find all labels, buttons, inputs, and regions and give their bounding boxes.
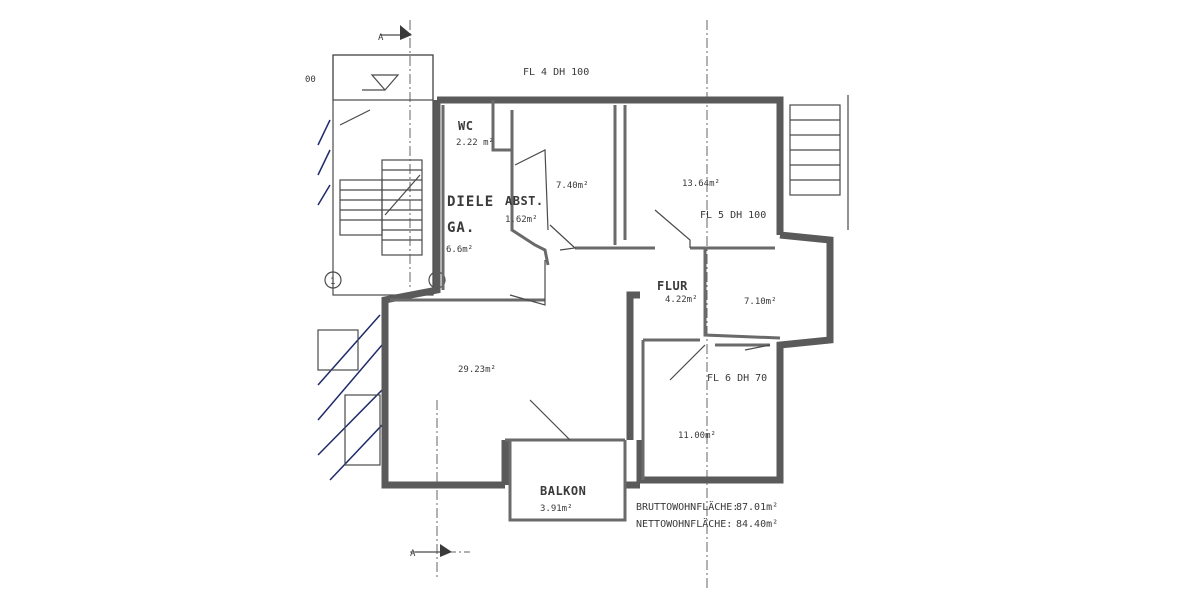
area-totals: BRUTTOWOHNFLÄCHE: 87.01m² NETTOWOHNFLÄCH… [636,500,778,530]
section-arrow-bottom: A [410,544,452,559]
room-abst-area: 1.62m² [505,215,538,225]
hatched-neighbor-wall [317,119,383,481]
netto-label: NETTOWOHNFLÄCHE: [636,517,732,530]
room-flur-name: FLUR [657,279,688,293]
room-living-area: 29.23m² [458,365,496,375]
window-note-fl5: FL 5 DH 100 [700,210,766,221]
room-wc-name: WC [458,119,473,133]
room-diele-area: 6.6m² [446,245,473,255]
room-abst-name: ABST. [505,194,544,208]
room-diele: DIELE GA. 6.6m² [446,194,494,255]
room-top-small-area: 7.40m² [556,181,589,191]
section-marker-bottom: A [410,549,416,559]
interior-walls [390,100,781,522]
room-wc: WC 2.22 m² [456,119,494,148]
room-diele-name-2: GA. [447,220,475,236]
right-stair-detail [789,95,849,230]
window-note-fl6: FL 6 DH 70 [707,373,767,384]
staircase: 00 [305,54,434,296]
room-flur-area: 4.22m² [665,295,698,305]
room-wc-area: 2.22 m² [456,138,494,148]
brutto-value: 87.01m² [736,502,778,513]
window-note-fl4: FL 4 DH 100 [523,67,589,78]
room-diele-name-1: DIELE [447,194,494,210]
room-right-small-area: 7.10m² [744,297,777,307]
axis-marker-1: 1 [324,271,342,289]
room-balkon: BALKON 3.91m² [540,484,586,514]
room-flur: FLUR 4.22m² [657,279,698,305]
edge-text: 00 [305,75,316,85]
door-swings [509,149,771,441]
room-abst: ABST. 1.62m² [505,194,544,225]
room-balkon-name: BALKON [540,484,586,498]
outer-walls [381,96,834,489]
section-arrow-top: A [378,25,412,43]
room-balkon-area: 3.91m² [540,504,573,514]
brutto-label: BRUTTOWOHNFLÄCHE: [636,500,738,513]
netto-value: 84.40m² [736,519,778,530]
section-marker-top: A [378,33,384,43]
room-bottom-right-area: 11.00m² [678,431,716,441]
room-top-large-area: 13.64m² [682,179,720,189]
svg-text:1: 1 [330,277,335,287]
